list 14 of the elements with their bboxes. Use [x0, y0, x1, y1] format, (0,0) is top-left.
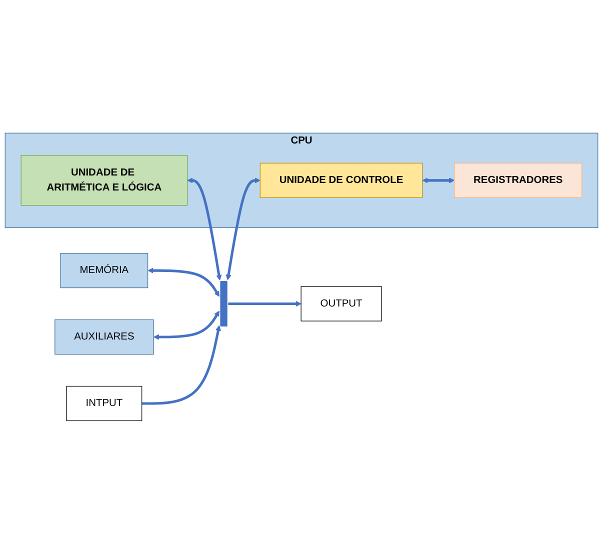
arrow — [142, 324, 221, 404]
node-box: UNIDADE DE CONTROLE — [260, 162, 423, 198]
node-box: INTPUT — [66, 385, 142, 421]
node-box: OUTPUT — [300, 286, 382, 321]
arrow — [187, 177, 222, 280]
arrow — [228, 300, 302, 306]
arrow — [422, 177, 455, 183]
node-box: REGISTRADORES — [454, 162, 582, 198]
node-box: UNIDADE DE ARITMÉTICA E LÓGICA — [20, 154, 188, 206]
arrow — [226, 177, 260, 280]
node-box: AUXILIARES — [54, 319, 154, 354]
arrow — [154, 310, 220, 340]
arrow — [148, 267, 220, 296]
node-box: MEMÓRIA — [60, 252, 148, 288]
